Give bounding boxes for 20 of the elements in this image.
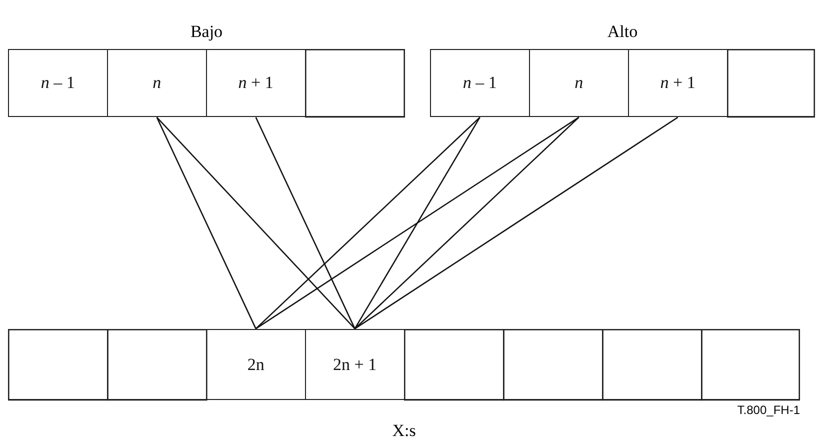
- cell-label: 2n + 1: [333, 354, 377, 374]
- cell-label: n: [152, 73, 162, 93]
- connector-line: [354, 116, 580, 330]
- connector-line: [255, 116, 480, 330]
- row-heading: Alto: [606, 22, 639, 42]
- connector-line: [156, 116, 356, 330]
- cell-label: n + 1: [660, 73, 696, 93]
- connector-line: [255, 117, 356, 329]
- connector-line: [354, 116, 480, 330]
- cell-label: 2n: [247, 354, 264, 374]
- cell-label: n – 1: [462, 73, 497, 93]
- cell-label: n + 1: [238, 73, 274, 93]
- row-heading: Bajo: [189, 22, 224, 42]
- connector-line: [255, 116, 580, 330]
- cell-label: n: [574, 73, 584, 93]
- cell-label: n – 1: [40, 73, 75, 93]
- figure-id: T.800_FH-1: [737, 403, 800, 417]
- connector-line: [354, 116, 678, 330]
- row-heading: X:s: [391, 421, 417, 441]
- connector-line: [156, 117, 256, 329]
